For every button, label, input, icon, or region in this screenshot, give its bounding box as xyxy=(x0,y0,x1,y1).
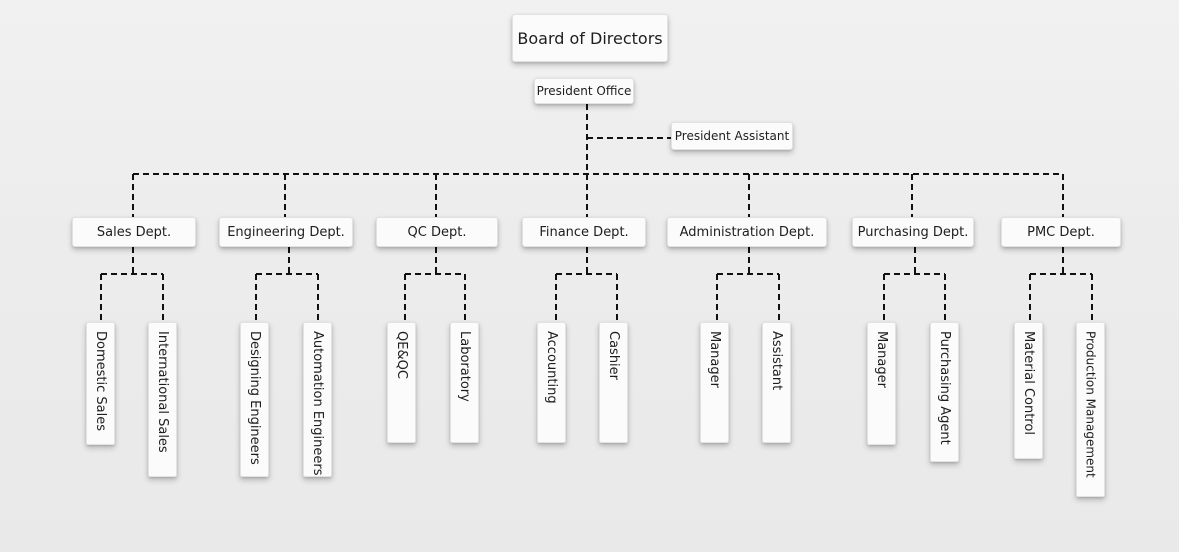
sub-designing-engineers-box: Designing Engineers xyxy=(240,322,269,477)
sub-label: Designing Engineers xyxy=(247,331,262,465)
dept-label: Purchasing Dept. xyxy=(857,224,969,240)
sub-label: QE&QC xyxy=(394,331,409,379)
sub-label: Accounting xyxy=(544,331,559,404)
sub-label: Material Control xyxy=(1021,331,1036,435)
dept-qc-box: QC Dept. xyxy=(376,217,498,247)
sub-purchasing-manager-box: Manager xyxy=(867,322,896,445)
sub-branches xyxy=(100,247,1093,322)
sub-label: International Sales xyxy=(155,331,170,453)
dept-finance-box: Finance Dept. xyxy=(522,217,646,247)
sub-material-control-box: Material Control xyxy=(1014,322,1043,459)
sub-label: Purchasing Agent xyxy=(937,331,952,445)
sub-label: Cashier xyxy=(606,331,621,381)
sub-domestic-sales-box: Domestic Sales xyxy=(86,322,115,445)
president-office-label: President Office xyxy=(536,84,632,98)
president-office-box: President Office xyxy=(534,78,634,104)
sub-purchasing-agent-box: Purchasing Agent xyxy=(930,322,959,462)
sub-label: Manager xyxy=(707,331,722,388)
sub-international-sales-box: International Sales xyxy=(148,322,177,477)
sub-laboratory-box: Laboratory xyxy=(450,322,479,443)
president-assistant-label: President Assistant xyxy=(674,129,790,143)
dept-purchasing-box: Purchasing Dept. xyxy=(852,217,974,247)
dept-engineering-box: Engineering Dept. xyxy=(219,217,353,247)
sub-label: Laboratory xyxy=(457,331,472,402)
sub-admin-manager-box: Manager xyxy=(700,322,729,443)
dept-label: PMC Dept. xyxy=(1027,224,1095,240)
sub-automation-engineers-box: Automation Engineers xyxy=(303,322,332,477)
sub-label: Assistant xyxy=(769,331,784,391)
dept-label: QC Dept. xyxy=(407,224,467,240)
sub-label: Manager xyxy=(874,331,889,388)
sub-label: Production Management xyxy=(1083,331,1098,478)
president-assistant-box: President Assistant xyxy=(671,122,793,150)
sub-accounting-box: Accounting xyxy=(537,322,566,443)
sub-qe-qc-box: QE&QC xyxy=(387,322,416,443)
dept-label: Administration Dept. xyxy=(679,224,815,240)
sub-label: Domestic Sales xyxy=(93,331,108,431)
sub-production-management-box: Production Management xyxy=(1076,322,1105,497)
board-of-directors-box: Board of Directors xyxy=(512,14,668,62)
dept-sales-box: Sales Dept. xyxy=(72,217,196,247)
sub-label: Automation Engineers xyxy=(310,331,325,476)
sub-cashier-box: Cashier xyxy=(599,322,628,443)
dept-pmc-box: PMC Dept. xyxy=(1001,217,1121,247)
dept-administration-box: Administration Dept. xyxy=(667,217,827,247)
dept-label: Engineering Dept. xyxy=(227,224,345,240)
board-label: Board of Directors xyxy=(517,28,663,48)
dept-label: Sales Dept. xyxy=(96,224,172,240)
sub-admin-assistant-box: Assistant xyxy=(762,322,791,443)
dept-label: Finance Dept. xyxy=(539,224,629,240)
